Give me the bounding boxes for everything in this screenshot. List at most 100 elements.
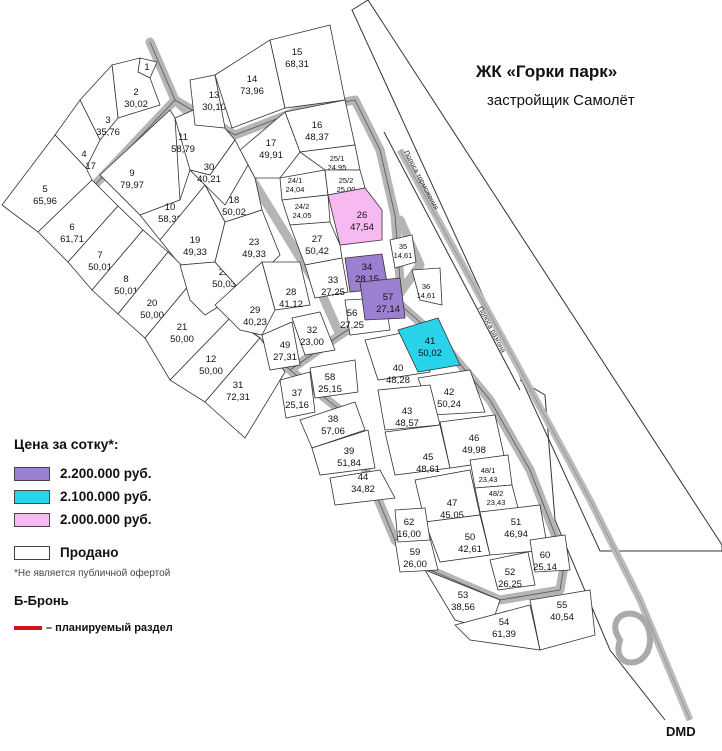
plot-number: 12 bbox=[206, 354, 217, 365]
plot-24-1[interactable]: 24/124,04 bbox=[279, 169, 329, 201]
plot-number: 55 bbox=[557, 600, 568, 611]
plot-number: 26 bbox=[357, 210, 368, 221]
plot-area: 50,24 bbox=[437, 399, 461, 410]
legend-sold: Продано bbox=[14, 541, 264, 564]
plot-number: 11 bbox=[178, 132, 188, 143]
plot-shape[interactable] bbox=[304, 257, 349, 299]
plot-number: 39 bbox=[344, 446, 355, 457]
plot-shape[interactable] bbox=[397, 317, 461, 373]
plot-number: 27 bbox=[312, 234, 323, 245]
page-title: ЖК «Горки парк» bbox=[476, 62, 618, 81]
plot-number: 17 bbox=[266, 138, 277, 149]
plot-area: 23,43 bbox=[479, 475, 498, 484]
plot-shape[interactable] bbox=[299, 401, 366, 449]
plot-area: 23,43 bbox=[487, 498, 506, 507]
plot-shape[interactable] bbox=[1, 134, 93, 233]
plot-shape[interactable] bbox=[529, 589, 596, 651]
plot-shape[interactable] bbox=[204, 337, 286, 439]
plot-shape[interactable] bbox=[529, 534, 571, 573]
plot-24-2[interactable]: 24/224,05 bbox=[281, 194, 331, 226]
plot-5[interactable]: 565,96 bbox=[1, 134, 93, 233]
plot-area: 50,02 bbox=[222, 207, 246, 218]
plot-number: 23 bbox=[249, 237, 260, 248]
plot-shape[interactable] bbox=[329, 469, 396, 506]
plot-shape[interactable] bbox=[359, 277, 406, 321]
legend-price-3: 2.000.000 руб. bbox=[14, 508, 264, 531]
plot-shape[interactable] bbox=[311, 429, 376, 476]
plot-number: 44 bbox=[358, 472, 369, 483]
plot-area: 50,01 bbox=[88, 262, 112, 273]
plot-area: 50,00 bbox=[170, 334, 194, 345]
plot-number: 32 bbox=[307, 325, 318, 336]
plot-shape[interactable] bbox=[291, 311, 336, 356]
offer-note: *Не является публичной офертой bbox=[14, 568, 171, 579]
plot-number: 56 bbox=[347, 308, 358, 319]
plot-9[interactable]: 979,97 bbox=[99, 109, 181, 216]
plot-number: 54 bbox=[499, 617, 510, 628]
destination-label: DMD bbox=[666, 724, 696, 739]
plot-area: 24,04 bbox=[286, 185, 305, 194]
plot-shape[interactable] bbox=[188, 139, 249, 206]
plot-area: 25,15 bbox=[318, 384, 342, 395]
plot-shape[interactable] bbox=[99, 109, 181, 216]
price-1-label: 2.200.000 руб. bbox=[60, 466, 152, 481]
plot-number: 36 bbox=[422, 282, 430, 291]
plot-shape[interactable] bbox=[327, 187, 383, 246]
plot-area: 58,33 bbox=[158, 214, 182, 225]
legend-price-1: 2.200.000 руб. bbox=[14, 462, 264, 485]
plot-number: 7 bbox=[97, 250, 102, 261]
plot-shape[interactable] bbox=[489, 551, 536, 591]
legend-planned: – планируемый раздел bbox=[14, 622, 264, 634]
plot-number: 8 bbox=[123, 274, 128, 285]
plot-48-1[interactable]: 48/123,43 bbox=[469, 454, 513, 489]
plot-area: 16,00 bbox=[397, 529, 421, 540]
plot-shape[interactable] bbox=[394, 507, 431, 543]
plot-area: 50,03 bbox=[212, 279, 236, 290]
plot-area: 50,00 bbox=[140, 310, 164, 321]
plot-shape[interactable] bbox=[189, 74, 226, 129]
sold-label: Продано bbox=[60, 545, 119, 560]
plot-shape[interactable] bbox=[214, 261, 276, 336]
plot-area: 49,98 bbox=[462, 445, 486, 456]
plot-shape[interactable] bbox=[389, 234, 417, 269]
plot-shape[interactable] bbox=[309, 359, 359, 399]
plot-shape[interactable] bbox=[289, 221, 343, 266]
plot-shape[interactable] bbox=[279, 371, 316, 419]
plot-number: 58 bbox=[325, 372, 336, 383]
plot-area: 50,42 bbox=[305, 246, 329, 257]
plot-shape[interactable] bbox=[261, 321, 301, 371]
plot-number: 21 bbox=[177, 322, 188, 333]
plot-number: 5 bbox=[42, 184, 47, 195]
plot-shape[interactable] bbox=[411, 267, 443, 306]
legend-heading: Цена за сотку*: bbox=[14, 436, 119, 452]
plot-number: 28 bbox=[286, 287, 297, 298]
plot-number: 40 bbox=[393, 363, 404, 374]
